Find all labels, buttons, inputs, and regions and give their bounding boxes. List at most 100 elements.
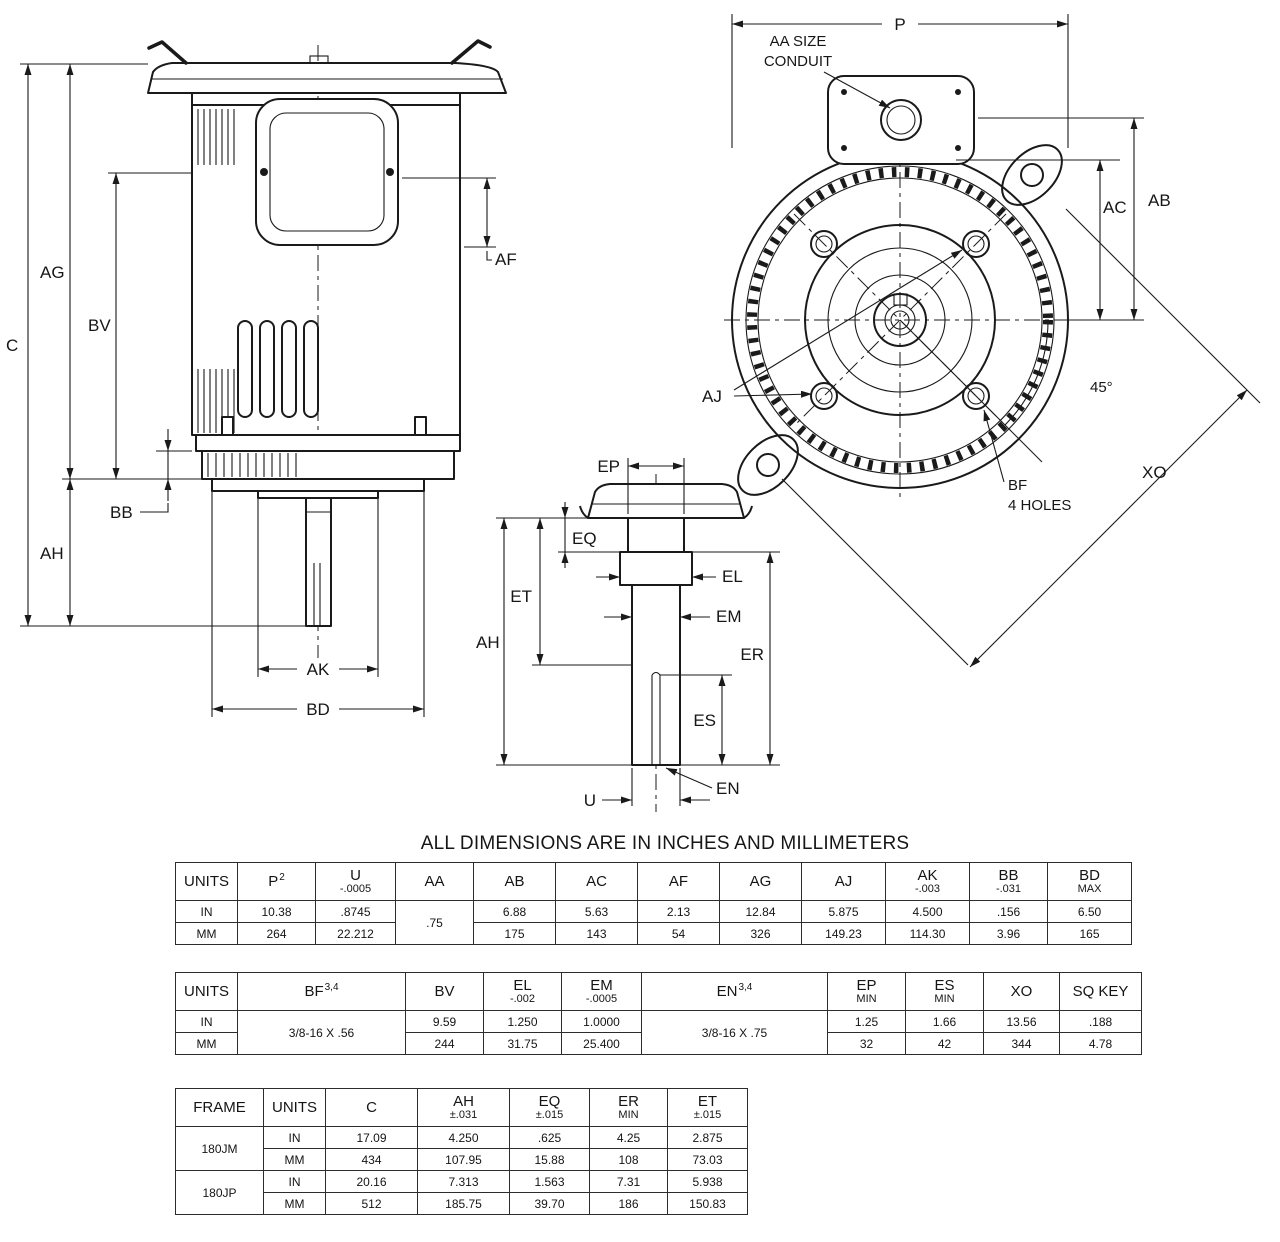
t2-mm-xo: 344 <box>983 1032 1060 1055</box>
t2-mm-es: 42 <box>905 1032 984 1055</box>
t3-jp-in-er: 7.31 <box>589 1170 668 1193</box>
side-view-drawing: C AG BV AH BB AF AK BD <box>6 39 517 719</box>
t3-jm-in-c: 17.09 <box>325 1126 418 1149</box>
shaft-outline <box>579 474 753 812</box>
t3-jp-mm-eq: 39.70 <box>509 1192 590 1215</box>
t1-col-ac: AC <box>555 862 638 901</box>
label-bv: BV <box>88 316 111 335</box>
t1-in-ak: 4.500 <box>885 900 970 923</box>
label-xo: XO <box>1142 463 1167 482</box>
t3-180jm-in: 180JM IN 17.09 4.250 .625 4.25 2.875 <box>175 1126 748 1171</box>
label-en: EN <box>716 779 740 798</box>
lifting-ear-top-right <box>1001 144 1063 206</box>
t2-in-bv: 9.59 <box>405 1010 484 1033</box>
t3-jm-in-ah: 4.250 <box>417 1126 510 1149</box>
t1-mm-ak: 114.30 <box>885 922 970 945</box>
label-em: EM <box>716 607 742 626</box>
t2-mm-bv: 244 <box>405 1032 484 1055</box>
t2-en-value: 3/8-16 X .75 <box>641 1010 828 1055</box>
label-ah: AH <box>40 544 64 563</box>
t1-in-bd: 6.50 <box>1047 900 1132 923</box>
front-view-drawing: P AA SIZE CONDUIT AB AC AJ 45° XO BF 4 H… <box>702 13 1261 668</box>
t3-jp-mm-c: 512 <box>325 1192 418 1215</box>
t1-in-ab: 6.88 <box>473 900 556 923</box>
t3-col-frame: FRAME <box>175 1088 264 1127</box>
t1-col-ag: AG <box>719 862 802 901</box>
t3-jp-mm-er: 186 <box>589 1192 668 1215</box>
t2-in-label: IN <box>175 1010 238 1033</box>
dimension-table-1: UNITS P2 U-.0005 AA AB AC AF AG AJ AK-.0… <box>175 862 1132 945</box>
label-et: ET <box>510 587 532 606</box>
label-aj: AJ <box>702 387 722 406</box>
t2-mm-el: 31.75 <box>483 1032 562 1055</box>
t2-row-mm: MM 244 31.75 25.400 32 42 344 4.78 <box>175 1032 1142 1055</box>
t1-col-u: U-.0005 <box>315 862 396 901</box>
label-er: ER <box>740 645 764 664</box>
t1-col-bb: BB-.031 <box>969 862 1048 901</box>
t3-jm-in-label: IN <box>263 1126 326 1149</box>
t2-mm-sqkey: 4.78 <box>1059 1032 1142 1055</box>
t1-mm-ag: 326 <box>719 922 802 945</box>
t2-bf-value: 3/8-16 X .56 <box>237 1010 406 1055</box>
t1-mm-bd: 165 <box>1047 922 1132 945</box>
label-ac: AC <box>1103 198 1127 217</box>
label-ah2: AH <box>476 633 500 652</box>
t1-mm-bb: 3.96 <box>969 922 1048 945</box>
t3-jm-mm-c: 434 <box>325 1148 418 1171</box>
t3-jm-in-eq: .625 <box>509 1126 590 1149</box>
t1-mm-p: 264 <box>237 922 316 945</box>
t3-jm-mm-er: 108 <box>589 1148 668 1171</box>
keyway-detail <box>651 671 661 765</box>
t1-in-bb: .156 <box>969 900 1048 923</box>
t3-jm-in-et: 2.875 <box>667 1126 748 1149</box>
t2-mm-label: MM <box>175 1032 238 1055</box>
label-eq: EQ <box>572 529 597 548</box>
t2-col-bv: BV <box>405 972 484 1011</box>
t1-mm-af: 54 <box>637 922 720 945</box>
t3-frame-180jp: 180JP <box>175 1170 264 1215</box>
t2-in-xo: 13.56 <box>983 1010 1060 1033</box>
t2-in-sqkey: .188 <box>1059 1010 1142 1033</box>
t2-col-em: EM-.0005 <box>561 972 642 1011</box>
shaft-view-dimensions: EP EQ ET AH EL EM ER ES EN <box>476 457 780 810</box>
t3-col-et: ET±.015 <box>667 1088 748 1127</box>
t3-jm-mm-label: MM <box>263 1148 326 1171</box>
t3-col-units: UNITS <box>263 1088 326 1127</box>
t3-frame-180jm: 180JM <box>175 1126 264 1171</box>
label-bf: BF <box>1008 477 1027 494</box>
t1-mm-ac: 143 <box>555 922 638 945</box>
t1-col-ab: AB <box>473 862 556 901</box>
t3-jp-mm-label: MM <box>263 1192 326 1215</box>
label-bb: BB <box>110 503 133 522</box>
t3-col-c: C <box>325 1088 418 1127</box>
shaft-side <box>305 497 332 627</box>
keyway-front <box>893 293 908 306</box>
t1-row-mm: MM 264 22.212 175 143 54 326 149.23 114.… <box>175 922 1132 945</box>
label-aa-size: AA SIZE <box>770 33 827 50</box>
shaft-detail-drawing: EP EQ ET AH EL EM ER ES EN <box>476 457 780 812</box>
label-u: U <box>584 791 596 810</box>
t3-180jp-in: 180JP IN 20.16 7.313 1.563 7.31 5.938 <box>175 1170 748 1215</box>
t1-col-af: AF <box>637 862 720 901</box>
t1-col-ak: AK-.003 <box>885 862 970 901</box>
t2-col-sqkey: SQ KEY <box>1059 972 1142 1011</box>
sheet-title: ALL DIMENSIONS ARE IN INCHES AND MILLIME… <box>420 833 910 854</box>
t1-in-u: .8745 <box>315 900 396 923</box>
label-ak: AK <box>307 660 330 679</box>
t3-jp-in-et: 5.938 <box>667 1170 748 1193</box>
t1-in-af: 2.13 <box>637 900 720 923</box>
t2-mm-ep: 32 <box>827 1032 906 1055</box>
conduit-box-side <box>255 98 399 246</box>
t2-in-ep: 1.25 <box>827 1010 906 1033</box>
t2-in-el: 1.250 <box>483 1010 562 1033</box>
label-aa-conduit: CONDUIT <box>764 53 832 70</box>
t1-mm-u: 22.212 <box>315 922 396 945</box>
t2-col-bf: BF3,4 <box>237 972 406 1011</box>
t3-col-eq: EQ±.015 <box>509 1088 590 1127</box>
t3-jp-mm-ah: 185.75 <box>417 1192 510 1215</box>
t1-in-ag: 12.84 <box>719 900 802 923</box>
